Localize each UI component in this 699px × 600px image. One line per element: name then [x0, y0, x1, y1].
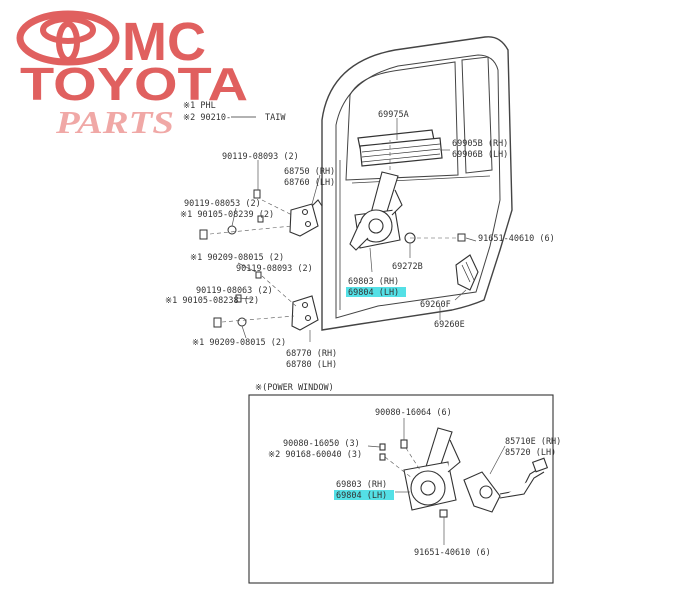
label-68780: 68780 (LH): [286, 360, 337, 370]
inset-title: ※(POWER WINDOW): [255, 383, 334, 393]
label-68750: 68750 (RH): [284, 167, 335, 177]
label-69804: 69804 (LH): [348, 288, 399, 298]
power-regulator-drawing: [379, 427, 461, 518]
brand-parts: PARTS: [55, 104, 174, 140]
highlight-inset-69804: [334, 490, 394, 500]
label-90209-08015-a: ※1 90209-08015 (2): [190, 253, 284, 263]
leader-lines: [231, 118, 477, 342]
label-inset-69804: 69804 (LH): [336, 491, 387, 501]
label-90080-16064: 90080-16064 (6): [375, 408, 452, 418]
door-handle-drawing: [455, 254, 479, 291]
brand-logo: MC TOYOTA PARTS: [0, 0, 260, 140]
label-69260E: 69260E: [434, 320, 465, 330]
highlight-69804: [346, 287, 406, 297]
label-90168-60040: ※2 90168-60040 (3): [268, 450, 362, 460]
lower-hinge-drawing: [291, 295, 319, 331]
inset-dashed-guides: [384, 447, 421, 479]
note-taiw: TAIW: [265, 113, 286, 123]
label-90119-08053: 90119-08053 (2): [184, 199, 261, 209]
brand-logo-graphic: MC TOYOTA PARTS: [16, 10, 248, 140]
inset-leader-lines: [367, 418, 506, 545]
label-69260F: 69260F: [420, 300, 451, 310]
label-85710E: 85710E (RH): [505, 437, 561, 447]
brand-mc: MC: [122, 12, 206, 72]
label-69905B: 69905B (RH): [452, 139, 508, 149]
window-motor-drawing: [463, 457, 549, 513]
brand-toyota: TOYOTA: [20, 58, 248, 110]
label-69975A: 69975A: [378, 110, 409, 120]
label-90105-08239: ※1 90105-08239 (2): [180, 210, 274, 220]
upper-hinge-drawing: [289, 199, 323, 237]
label-inset-91651-40610: 91651-40610 (6): [414, 548, 491, 558]
label-85720: 85720 (LH): [505, 448, 556, 458]
label-90119-08093: 90119-08093 (2): [222, 152, 299, 162]
label-68770: 68770 (RH): [286, 349, 337, 359]
label-90209-08015-b: ※1 90209-08015 (2): [192, 338, 286, 348]
door-panel-drawing: [321, 36, 513, 331]
label-69906B: 69906B (LH): [452, 150, 508, 160]
note-90210: ※2 90210-: [183, 113, 231, 123]
label-69803: 69803 (RH): [348, 277, 399, 287]
label-68760: 68760 (LH): [284, 178, 335, 188]
window-regulator-drawing: [349, 171, 416, 251]
weatherstrip-drawing: [357, 129, 443, 167]
label-90105-08238: ※1 90105-08238 (2): [165, 296, 259, 306]
label-90119-08093-b: 90119-08093 (2): [236, 264, 313, 274]
label-90119-08063: 90119-08063 (2): [196, 286, 273, 296]
inset-frame: [248, 394, 554, 584]
label-91651-40610: 91651-40610 (6): [478, 234, 555, 244]
note-phl: ※1 PHL: [183, 101, 216, 111]
dashed-guides: [209, 140, 456, 323]
label-90080-16050: 90080-16050 (3): [283, 439, 360, 449]
toyota-emblem-icon: [16, 10, 120, 66]
label-69272B: 69272B: [392, 262, 423, 272]
label-inset-69803: 69803 (RH): [336, 480, 387, 490]
